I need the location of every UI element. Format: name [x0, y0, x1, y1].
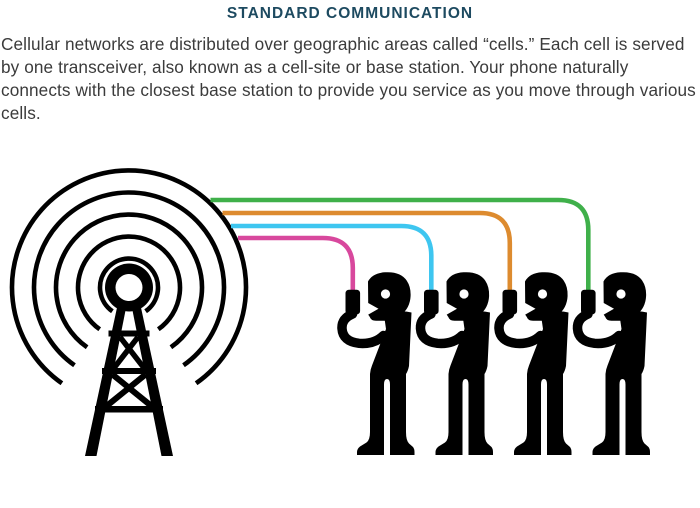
signal-waves-icon: [9, 168, 249, 386]
tower-antenna-hole: [115, 274, 143, 301]
tower-crossbar: [95, 406, 163, 413]
person-with-phone-icon-3: [499, 272, 572, 455]
connection-line-person-4: [210, 197, 591, 292]
connection-line-person-1: [238, 235, 356, 292]
people-group: [342, 272, 650, 455]
tower-x-brace: [104, 372, 154, 409]
signal-wave-arc: [31, 190, 227, 368]
signal-wave-arc: [75, 234, 183, 332]
person-with-phone-icon-4: [577, 272, 650, 455]
radio-tower-icon: [85, 263, 173, 456]
tower-x-brace: [111, 335, 147, 370]
connection-line-person-3: [222, 210, 513, 292]
person-with-phone-icon-2: [420, 272, 493, 455]
signal-wave-arc: [9, 168, 249, 386]
tower-leg-left: [85, 303, 127, 456]
tower-crossbar: [108, 330, 150, 337]
signal-wave-arc: [97, 256, 161, 314]
page-title: STANDARD COMMUNICATION: [226, 5, 474, 22]
description-text: Cellular networks are distributed over g…: [1, 34, 696, 123]
tower-crossbar: [102, 368, 156, 374]
signal-wave-arc: [53, 212, 205, 350]
connection-lines: [210, 197, 591, 292]
connection-line-person-2: [231, 223, 434, 292]
tower-leg-right: [131, 303, 173, 456]
person-with-phone-icon-1: [342, 272, 415, 455]
